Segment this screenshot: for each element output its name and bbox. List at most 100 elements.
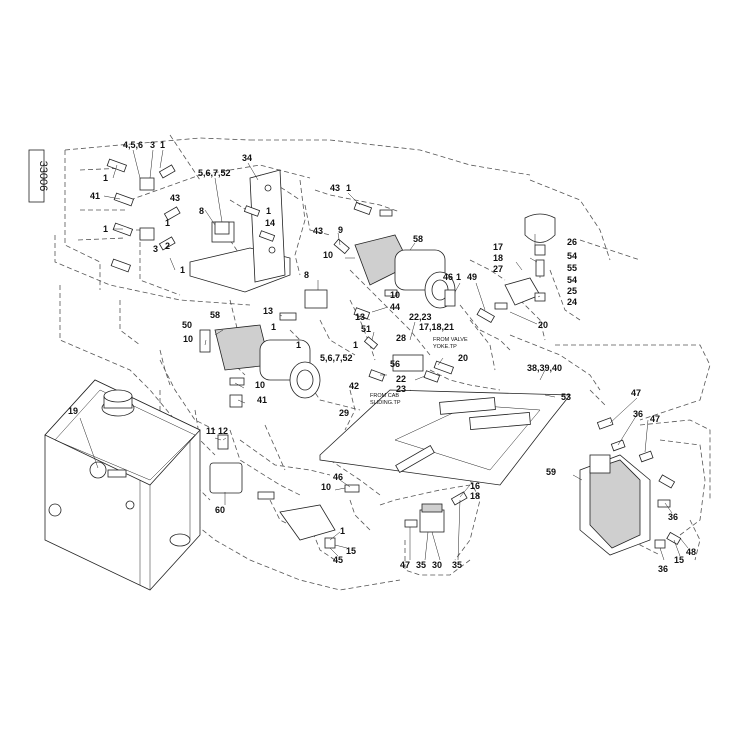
svg-text:FROM VALVE: FROM VALVE [433,337,468,343]
filter [419,503,445,533]
callout-label: 9 [338,225,343,235]
callout-label: 1 [266,206,271,216]
callout-label: 36 [633,409,643,419]
callout-label: 55 [567,263,577,273]
callout-label: 48 [686,547,696,557]
callout-label: 36 [668,512,678,522]
callout-label: 1 [103,173,108,183]
callout-label: 47 [631,388,641,398]
pump-lower [214,324,321,399]
callout-label: 38,39,40 [527,363,562,373]
callout-label: 1 [353,340,358,350]
callout-label: 50 [182,320,192,330]
callout-label: 1 [165,218,170,228]
drawing-number: 33006 [28,149,49,203]
callout-label: 13 [263,306,273,316]
callout-label: 30 [432,560,442,570]
callout-label: 5,6,7,52 [198,168,231,178]
valve-block-right [392,277,541,372]
callout-label: 18 [493,253,503,263]
callout-label: 8 [199,206,204,216]
callout-label: 51 [361,324,371,334]
control-valve [579,454,651,556]
callout-label: 1 [340,526,345,536]
callout-label: 60 [215,505,225,515]
callout-label: 1 [271,322,276,332]
callout-label: 25 [567,286,577,296]
callout-label: 10 [390,290,400,300]
bracket [189,169,291,293]
callout-label: 54 [567,251,577,261]
solenoid [214,221,328,309]
callout-label: 19 [68,406,78,416]
svg-text:FROM CAB: FROM CAB [370,393,399,399]
callout-label: 1 [180,265,185,275]
callout-label: 3 [153,244,158,254]
callout-label: 1 [456,272,461,282]
callout-label: 15 [674,555,684,565]
callout-label: 2 [165,241,170,251]
pump-upper [354,234,456,309]
callout-label: 41 [90,191,100,201]
callout-label: 16 [470,481,480,491]
callout-label: 47 [650,414,660,424]
callout-label: 10 [321,482,331,492]
callout-label: 59 [546,467,556,477]
note-from-valve-yoke: FROM VALVE YOKE.TP [433,337,468,350]
callout-label: 58 [210,310,220,320]
callout-label: 27 [493,264,503,274]
callout-label: 26 [567,237,577,247]
callout-label: 44 [390,302,400,312]
callout-label: 58 [413,234,423,244]
mounting-plate [319,389,571,486]
callout-label: 1 [160,140,165,150]
callout-label: 18 [470,491,480,501]
callout-label: 20 [458,353,468,363]
callout-label: 24 [567,297,577,307]
callout-label: 8 [304,270,309,280]
callout-label: 3 [150,140,155,150]
callout-label: 15 [346,546,356,556]
callout-label: 42 [349,381,359,391]
callout-label: 22,23 [409,312,432,322]
drawing-number-label: 33006 [37,161,49,192]
callout-label: 10 [323,250,333,260]
callout-label: 17 [493,242,503,252]
callout-label: 10 [255,380,265,390]
callout-label: 28 [396,333,406,343]
callout-label: 46 [443,272,453,282]
valve-block-lower [209,462,336,541]
callout-label: 45 [333,555,343,565]
callout-label: 20 [538,320,548,330]
callout-label: 11 [206,426,216,436]
callout-label: 10 [183,334,193,344]
callout-label: 12 [218,426,228,436]
callout-label: 43 [330,183,340,193]
accumulator [524,213,556,256]
callout-label: 46 [333,472,343,482]
callout-label: 43 [313,226,323,236]
callout-label: 1 [103,224,108,234]
callout-label: 17,18,21 [419,322,454,332]
callout-label: 47 [400,560,410,570]
callout-label: 49 [467,272,477,282]
callout-label: 13 [355,312,365,322]
note-from-cab-sliding: FROM CAB SLIDING.TP [370,393,401,406]
callout-label: 43 [170,193,180,203]
callout-label: 34 [242,153,252,163]
svg-text:SLIDING.TP: SLIDING.TP [370,400,401,406]
callout-label: 54 [567,275,577,285]
callout-label: 35 [416,560,426,570]
hose-routing [54,134,711,591]
callout-label: 36 [658,564,668,574]
svg-text:YOKE.TP: YOKE.TP [433,344,457,350]
callout-label: 29 [339,408,349,418]
callouts: 4,5,6 3 1 1 41 1 3 5,6,7,52 34 43 8 14 1… [68,140,696,574]
callout-label: 5,6,7,52 [320,353,353,363]
leader-lines [79,149,689,561]
callout-label: 1 [346,183,351,193]
callout-label: 14 [265,218,275,228]
fittings [106,158,682,549]
callout-label: 4,5,6 [123,140,143,150]
